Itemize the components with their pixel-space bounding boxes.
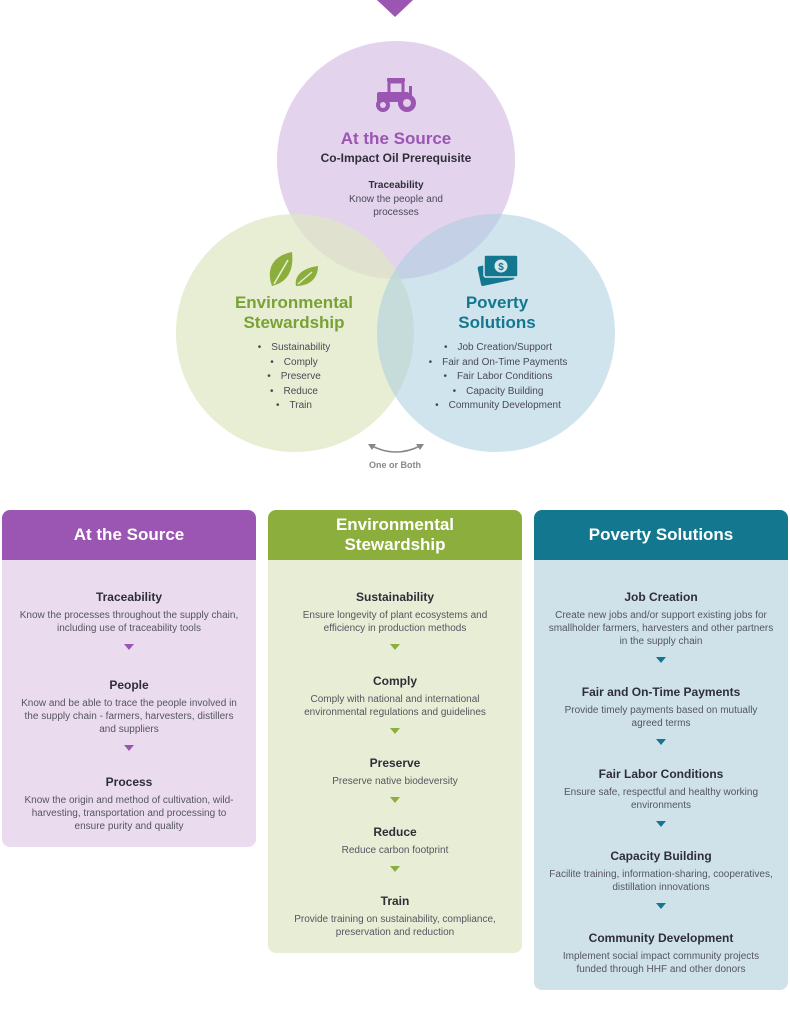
step-arrow [656,739,666,745]
step-arrow [124,644,134,650]
tractor-icon [376,78,416,112]
list-item: Preserve [236,370,352,385]
leaf-icon [269,252,318,286]
step-arrow [390,644,400,650]
column-source-title: At the Source [2,510,256,560]
venn-source-item-title: Traceability [368,180,424,191]
step-item: Capacity Building Facilite training, inf… [534,849,788,909]
circle-poverty-solutions [377,214,615,452]
step-item: Job Creation Create new jobs and/or supp… [534,590,788,663]
list-item: Comply [236,356,352,371]
svg-text:$: $ [498,262,504,273]
step-item: Fair and On-Time Payments Provide timely… [534,685,788,745]
venn-poverty-title-line2: Solutions [458,313,536,332]
money-icon: $ [477,254,519,286]
list-item: Capacity Building [416,385,580,400]
step-item: Process Know the origin and method of cu… [24,775,234,832]
venn-poverty-title-line1: Poverty [465,293,529,312]
double-arrow-icon [368,444,424,453]
step-item: People Know and be able to trace the peo… [2,678,256,751]
column-env-title-line1: Environmental [335,515,455,534]
list-item: Job Creation/Support [416,341,580,356]
step-arrow [656,903,666,909]
column-poverty-solutions: Poverty Solutions Job Creation Create ne… [534,510,788,990]
column-at-the-source: At the Source Traceability Know the proc… [2,510,256,847]
step-arrow [390,728,400,734]
step-item: Sustainability Ensure longevity of plant… [268,590,522,650]
step-arrow [390,797,400,803]
step-arrow [124,745,134,751]
venn-env-title-line2: Stewardship [243,313,345,332]
step-arrow [390,866,400,872]
step-item: Reduce Reduce carbon footprint [268,825,522,872]
step-item: Preserve Preserve native biodeversity [268,756,522,803]
column-poverty-title: Poverty Solutions [534,510,788,560]
venn-poverty-list: Job Creation/Support Fair and On-Time Pa… [416,341,580,414]
list-item: Train [236,399,352,414]
venn-source-subtitle: Co-Impact Oil Prerequisite [320,151,472,165]
venn-source-title: At the Source [340,129,452,148]
step-item: Fair Labor Conditions Ensure safe, respe… [534,767,788,827]
step-arrow [656,657,666,663]
list-item: Reduce [236,385,352,400]
connector-label: One or Both [369,460,421,470]
step-item: Comply Comply with national and internat… [268,674,522,734]
venn-source-item-desc: Know the people and processes [349,194,443,218]
top-arrow [377,0,413,17]
list-item: Community Development [416,399,580,414]
column-env-title-line2: Stewardship [344,535,446,554]
venn-env-list: Sustainability Comply Preserve Reduce Tr… [236,341,352,414]
column-environmental-stewardship: Environmental Stewardship Sustainability… [268,510,522,953]
list-item: Fair and On-Time Payments [416,356,580,371]
list-item: Sustainability [236,341,352,356]
step-item: Community Development Implement social i… [562,931,760,975]
venn-env-title-line1: Environmental [234,293,354,312]
list-item: Fair Labor Conditions [416,370,580,385]
step-item: Train Provide training on sustainability… [294,894,496,938]
step-arrow [656,821,666,827]
step-item: Traceability Know the processes througho… [2,590,256,650]
